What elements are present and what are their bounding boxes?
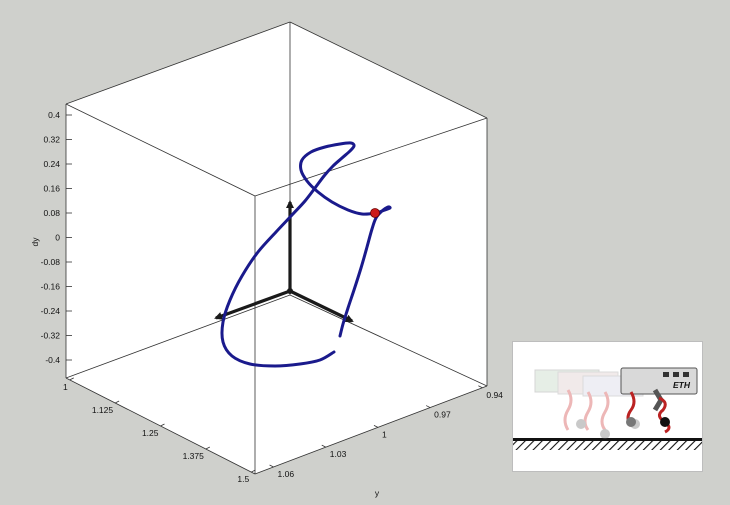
- ghost-robot-frames: [534, 369, 644, 439]
- dy-tick-label: 0.16: [43, 184, 60, 194]
- x-tick-label: 1.125: [92, 405, 114, 415]
- box-edges: [65, 21, 488, 475]
- y-tick-mark: [321, 444, 326, 448]
- dy-tick-label: -0.4: [45, 355, 60, 365]
- dy-tick-label: 0.4: [48, 110, 60, 120]
- dy-tick-label: 0: [55, 233, 60, 243]
- x-axis-ticks: 1 1.125 1.25 1.375 1.5: [63, 377, 256, 484]
- x-tick-label: 1.25: [142, 428, 159, 438]
- y-tick-mark: [269, 464, 274, 468]
- y-tick-label: 0.94: [486, 390, 503, 400]
- frame-arrow-left: [214, 289, 291, 320]
- x-tick-label: 1.375: [183, 451, 205, 461]
- y-axis-label: y: [375, 488, 380, 498]
- dy-tick-label: -0.32: [41, 331, 61, 341]
- dy-axis-ticks: 0.4 0.32 0.24 0.16 0.08 0 -0.08 -0.16 -0.24 -0.32…: [41, 110, 72, 365]
- y-tick-mark: [478, 385, 483, 389]
- dy-tick-label: -0.16: [41, 282, 61, 292]
- y-tick-label: 1.03: [330, 449, 347, 459]
- current-state-marker: [370, 208, 380, 218]
- robot-illustration: ETH: [513, 367, 702, 450]
- ground-line: [513, 438, 702, 441]
- x-tick-mark: [69, 377, 74, 381]
- y-tick-mark: [373, 425, 379, 428]
- y-tick-label: 1.06: [278, 469, 295, 479]
- dy-tick-label: 0.32: [43, 135, 60, 145]
- y-axis-ticks: 1.06 1.03 1 0.97 0.94: [269, 385, 503, 479]
- y-tick-label: 0.97: [434, 410, 451, 420]
- dy-tick-label: 0.08: [43, 208, 60, 218]
- axes-background: [66, 22, 487, 474]
- x-tick-label: 1.5: [237, 474, 249, 484]
- dy-axis-label: dy: [30, 237, 40, 247]
- robot-body: ETH: [620, 367, 698, 434]
- robot-eth-logo: ETH: [673, 380, 691, 390]
- x-tick-mark: [205, 446, 211, 450]
- frame-arrow-right: [289, 289, 354, 323]
- y-tick-label: 1: [382, 429, 387, 439]
- dy-tick-label: -0.24: [41, 306, 61, 316]
- x-tick-mark: [160, 423, 165, 427]
- x-tick-label: 1: [63, 382, 68, 392]
- dy-tick-label: 0.24: [43, 159, 60, 169]
- dy-tick-label: -0.08: [41, 257, 61, 267]
- frame-origin: [287, 288, 293, 294]
- robot-video-inset: ETH: [512, 341, 703, 472]
- x-tick-mark: [114, 400, 120, 404]
- x-tick-mark: [251, 469, 256, 473]
- y-tick-mark: [425, 405, 431, 408]
- ground-hatch: [513, 441, 702, 450]
